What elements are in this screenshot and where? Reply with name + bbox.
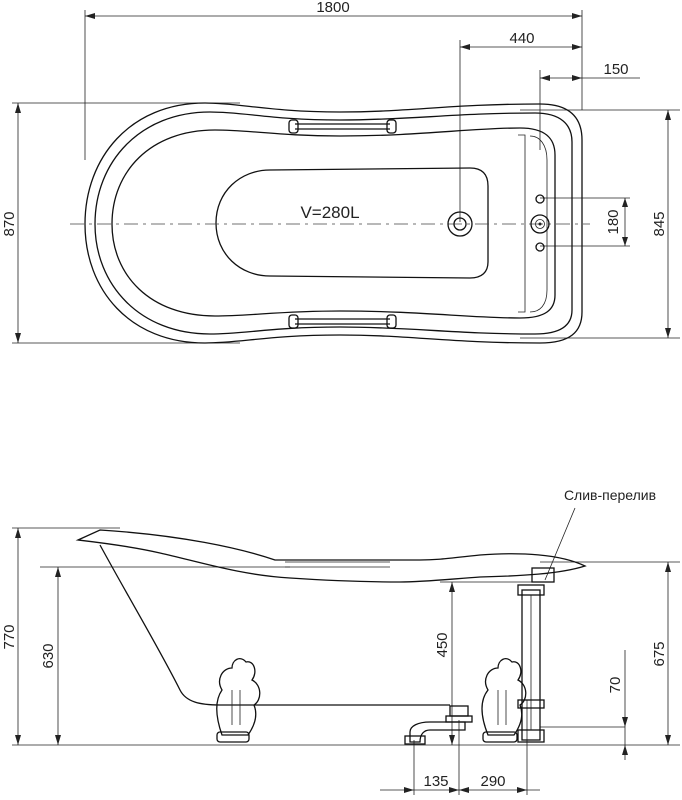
overflow-callout-label: Слив-перелив (564, 487, 656, 503)
tub-end-ledge (518, 134, 526, 313)
arrow (665, 110, 671, 120)
tap-hole-icon (535, 194, 545, 204)
tub-outer-outline (84, 102, 583, 344)
dim-overflow-offset-label: 150 (603, 61, 628, 78)
dim-total-height-label: 770 (1, 624, 18, 649)
handle-top (288, 119, 397, 134)
arrow (85, 13, 95, 19)
arrow (572, 75, 582, 81)
clawfoot-icon (481, 658, 527, 743)
arrow (540, 75, 550, 81)
dim-spacing-a-label: 135 (423, 773, 448, 790)
arrow (15, 333, 21, 343)
top-view: 1800 440 150 870 845 180 (1, 0, 680, 344)
arrow (460, 44, 470, 50)
arrow (665, 328, 671, 338)
tub-end-inner-curve (529, 135, 548, 313)
dim-drain-offset-label: 440 (509, 30, 534, 47)
dim-inner-width-label: 845 (651, 211, 668, 236)
tub-rim-profile (75, 529, 587, 583)
drain-siphon-icon (404, 567, 555, 745)
tub-handle-side (285, 561, 390, 568)
dim-outlet-height-label: 70 (607, 677, 624, 694)
volume-label: V=280L (300, 203, 359, 222)
drain-icon (447, 211, 473, 237)
tub-bottom-outline (215, 167, 489, 279)
dim-length-label: 1800 (316, 0, 349, 16)
side-view: 770 630 450 675 70 135 290 Слив-перелив (1, 487, 680, 795)
tub-rim-inner-outline (94, 111, 573, 335)
handle-bottom (288, 314, 397, 329)
dim-rim-height-label: 630 (40, 643, 57, 668)
dim-spacing-b-label: 290 (480, 773, 505, 790)
overflow-icon (530, 214, 550, 234)
dim-width-label: 870 (1, 211, 18, 236)
tub-body-profile (99, 544, 450, 706)
arrow (622, 237, 628, 246)
arrow (622, 198, 628, 207)
dim-tap-spacing-label: 180 (605, 209, 622, 234)
dim-drain-height-label: 450 (434, 632, 451, 657)
arrow (572, 44, 582, 50)
dim-overflow-height-label: 675 (651, 641, 668, 666)
tub-basin-outline (111, 127, 556, 319)
arrow (15, 103, 21, 113)
arrow (572, 13, 582, 19)
clawfoot-icon (216, 658, 261, 743)
tap-hole-icon (535, 242, 545, 252)
